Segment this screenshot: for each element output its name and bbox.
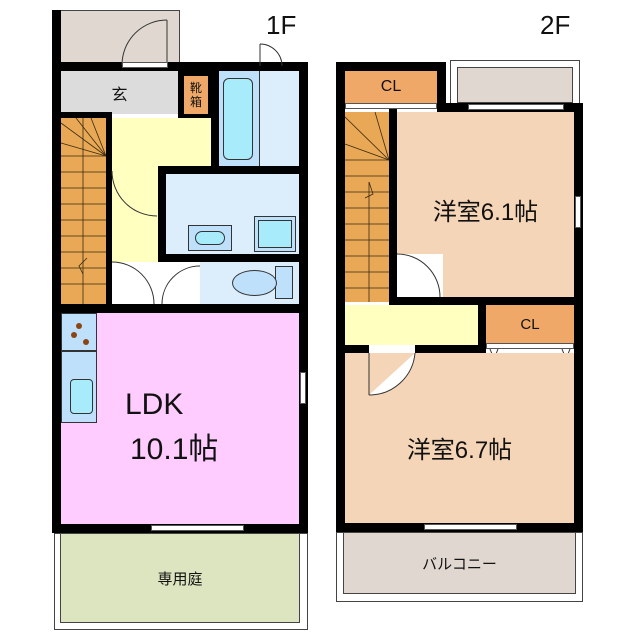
door-swing [396,253,441,298]
wall [106,112,112,312]
window [151,525,244,531]
ldk-size: 10.1帖 [130,433,219,466]
wall [574,103,583,532]
wall [299,62,308,532]
wall [158,166,308,174]
floor-label-2f: 2F [540,10,571,40]
wall [52,62,308,71]
wall [158,254,308,262]
door-swing [368,352,416,396]
upper-balcony-area [457,67,573,103]
entrance-label: 玄 [111,86,128,104]
closet-mid [486,305,574,343]
ldk-label: LDK [125,388,184,421]
staircase-1f [61,118,106,304]
wall [211,71,219,171]
entrance [61,71,178,114]
burner [71,332,77,338]
window [575,196,581,228]
door-swing [111,261,201,305]
hallway-2f [345,305,478,345]
western-room-2 [345,353,574,523]
shoe-box [184,76,208,114]
wall [389,297,583,305]
kitchen-stove [61,313,97,351]
wall [336,62,446,71]
western-room-1-label: 洋室6.1帖 [432,199,539,226]
wall [478,305,486,353]
wall [336,62,345,532]
closet-top-label: CL [380,78,402,95]
sink-bowl [195,231,225,245]
floor-label-1f: 1F [266,10,297,40]
garden-label: 専用庭 [157,570,203,588]
shower-area [259,71,299,166]
porch [60,10,180,65]
stair-lines-2f [344,111,390,302]
wall [437,62,446,112]
burner [76,323,82,329]
washing-machine-inner [258,220,292,248]
stair-lines-1f [60,117,107,304]
balcony-area [343,532,576,594]
door-swing [111,170,158,217]
door-swing [259,43,283,67]
hallway-1f [112,118,211,166]
front-door [122,62,168,68]
wall [389,109,397,305]
burner [83,339,89,345]
door-opening [397,254,443,297]
balcony-label: バルコニー [422,555,497,573]
toilet-tank [275,266,293,299]
bathtub [223,78,253,160]
toilet-bowl [232,270,277,296]
kitchen-sink [70,379,93,414]
window [424,524,517,530]
western-room-2-label: 洋室6.7帖 [406,437,513,464]
shoe-box-label: 靴 箱 [189,81,202,109]
staircase-2f [345,112,389,302]
wall [52,304,308,313]
window [300,372,306,404]
ldk-room [61,313,299,524]
wall [52,112,112,118]
garden-area [60,533,300,623]
window [468,104,564,110]
closet-door [486,343,574,349]
front-door-swing [121,19,168,66]
wall [52,10,61,532]
closet-top [345,71,437,103]
closet-mid-label: CL [520,315,540,333]
wall [158,166,166,261]
closet-door [345,103,437,109]
door-opening [369,345,415,353]
